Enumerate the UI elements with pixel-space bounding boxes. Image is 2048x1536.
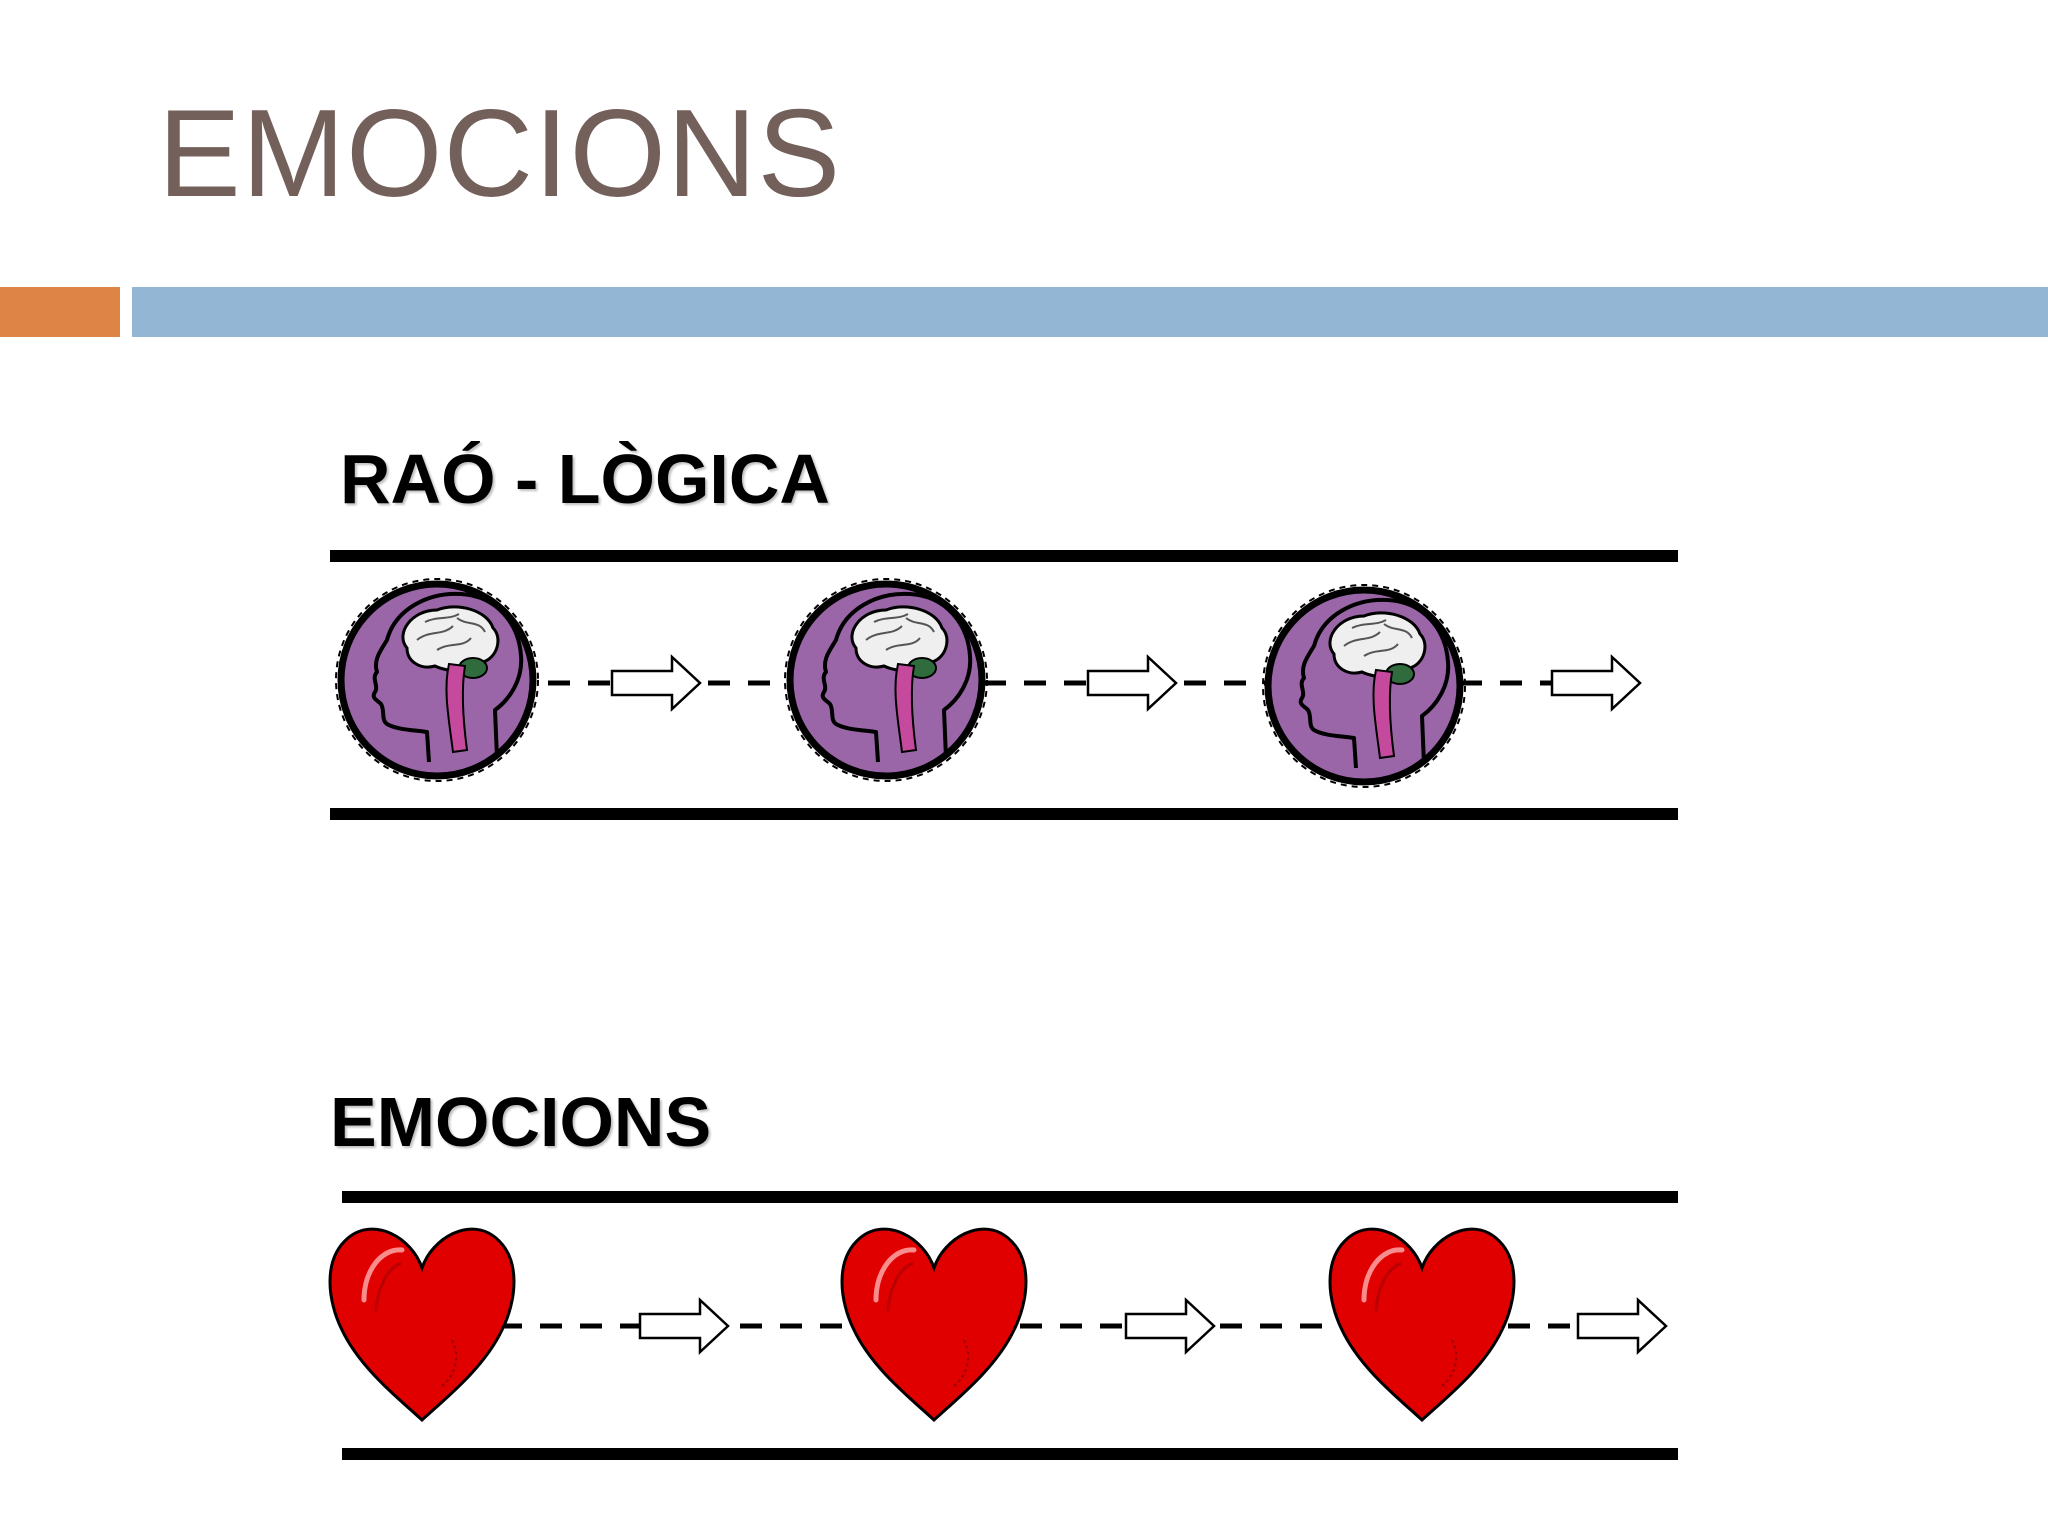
emotion-track: [330, 1191, 1678, 1460]
brain-head-icon: [1263, 585, 1465, 787]
section-label-logic: RAÓ - LÒGICA: [340, 440, 830, 518]
arrow-right-icon: [638, 1298, 730, 1354]
arrow-right-icon: [1550, 655, 1642, 711]
logic-track: [330, 550, 1678, 820]
arrow-right-icon: [1576, 1298, 1668, 1354]
heart-icon: [1330, 1229, 1514, 1420]
slide-title: EMOCIONS: [158, 85, 842, 223]
heart-icon: [842, 1229, 1026, 1420]
brain-head-icon: [336, 579, 538, 781]
title-accent-bar-orange: [0, 287, 120, 337]
arrow-right-icon: [1086, 655, 1178, 711]
section-label-emotion: EMOCIONS: [330, 1083, 712, 1161]
title-accent-bar-blue: [132, 287, 2048, 337]
arrow-right-icon: [1124, 1298, 1216, 1354]
arrow-right-icon: [610, 655, 702, 711]
heart-icon: [330, 1229, 514, 1420]
brain-head-icon: [785, 579, 987, 781]
